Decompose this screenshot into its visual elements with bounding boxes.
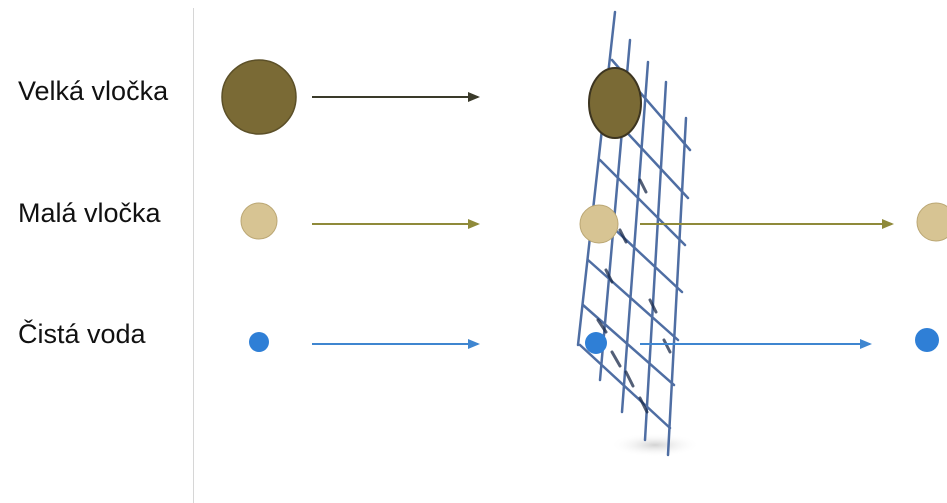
water-particle [249,332,269,352]
water-passed [915,328,939,352]
label-large-floc: Velká vločka [18,76,169,106]
water-at-mesh [585,332,607,354]
small-floc-passed [916,202,947,242]
divider-line [193,8,194,503]
small-floc-at-mesh [579,204,619,244]
mesh-shadow [610,433,700,457]
label-clean-water: Čistá voda [18,319,146,349]
label-small-floc: Malá vločka [18,198,161,228]
mesh-accents [596,178,672,414]
large-floc-trapped [588,67,642,139]
small-floc-particle [240,202,278,240]
large-floc-particle [221,59,297,135]
